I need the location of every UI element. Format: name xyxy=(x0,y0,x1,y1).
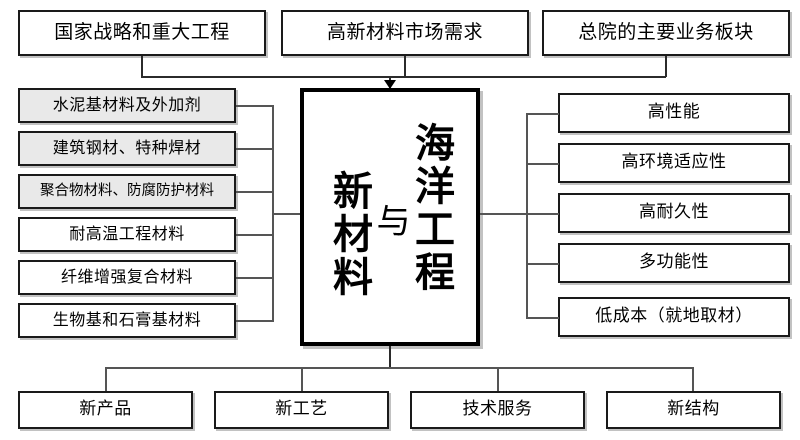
connector-bottom-bus xyxy=(105,367,693,369)
connector-bottom-drop-3 xyxy=(497,367,499,391)
connector-right-stub-3 xyxy=(526,213,559,215)
bottom-box-technical-services-label: 技术服务 xyxy=(462,399,533,420)
connector-left-stub-6 xyxy=(236,320,274,322)
left-box-polymer-anticorrosion[interactable]: 聚合物材料、防腐防护材料 xyxy=(18,174,236,209)
connector-right-trunk xyxy=(480,213,528,215)
left-box-fiber-composite[interactable]: 纤维增强复合材料 xyxy=(18,260,236,295)
bottom-box-new-structures[interactable]: 新结构 xyxy=(606,391,781,429)
right-box-high-performance-label: 高性能 xyxy=(647,102,701,123)
center-text-col-mid: 与 xyxy=(370,202,410,240)
bottom-box-new-processes-label: 新工艺 xyxy=(275,399,328,420)
left-box-biobased-gypsum[interactable]: 生物基和石膏基材料 xyxy=(18,303,236,338)
connector-right-stub-4 xyxy=(526,263,559,265)
connector-left-trunk xyxy=(272,213,302,215)
right-box-multifunctionality[interactable]: 多功能性 xyxy=(558,243,790,283)
right-box-high-performance[interactable]: 高性能 xyxy=(558,93,790,133)
bottom-box-technical-services[interactable]: 技术服务 xyxy=(410,391,585,429)
top-box-national-strategy-label: 国家战略和重大工程 xyxy=(54,21,230,44)
connector-left-stub-4 xyxy=(236,234,274,236)
top-box-national-strategy[interactable]: 国家战略和重大工程 xyxy=(18,10,266,56)
connector-bottom-drop-1 xyxy=(105,367,107,391)
center-box-marine-engineering-new-materials[interactable]: 海洋工程 与 新材料 xyxy=(300,88,480,346)
left-box-biobased-gypsum-label: 生物基和石膏基材料 xyxy=(52,310,202,330)
right-box-environment-adaptability-label: 高环境适应性 xyxy=(621,152,727,173)
center-text-col-left: 新材料 xyxy=(326,169,372,299)
connector-left-stub-5 xyxy=(236,277,274,279)
top-box-business-segments[interactable]: 总院的主要业务板块 xyxy=(542,10,790,56)
right-box-high-durability-label: 高耐久性 xyxy=(639,202,709,223)
right-box-low-cost[interactable]: 低成本（就地取材） xyxy=(558,297,790,337)
top-box-market-demand-label: 高新材料市场需求 xyxy=(326,21,483,44)
connector-top-drop-3 xyxy=(665,56,667,77)
top-box-business-segments-label: 总院的主要业务板块 xyxy=(578,21,754,44)
connector-bottom-drop-4 xyxy=(692,367,694,391)
left-box-high-temperature[interactable]: 耐高温工程材料 xyxy=(18,217,236,252)
right-box-environment-adaptability[interactable]: 高环境适应性 xyxy=(558,143,790,183)
bottom-box-new-products[interactable]: 新产品 xyxy=(18,391,193,429)
connector-right-stub-1 xyxy=(526,113,559,115)
connector-right-stub-5 xyxy=(526,317,559,319)
left-box-cement-materials[interactable]: 水泥基材料及外加剂 xyxy=(18,88,236,123)
connector-center-to-bottom xyxy=(389,346,391,368)
right-box-high-durability[interactable]: 高耐久性 xyxy=(558,193,790,233)
bottom-box-new-structures-label: 新结构 xyxy=(667,399,720,420)
center-text-col-right: 海洋工程 xyxy=(408,122,454,294)
left-box-high-temperature-label: 耐高温工程材料 xyxy=(69,224,185,244)
bottom-box-new-processes[interactable]: 新工艺 xyxy=(214,391,389,429)
connector-top-bus xyxy=(141,76,666,78)
top-box-market-demand[interactable]: 高新材料市场需求 xyxy=(281,10,529,56)
left-box-steel-welding[interactable]: 建筑钢材、特种焊材 xyxy=(18,131,236,166)
connector-left-stub-3 xyxy=(236,191,274,193)
left-box-steel-welding-label: 建筑钢材、特种焊材 xyxy=(52,138,202,158)
bottom-box-new-products-label: 新产品 xyxy=(79,399,132,420)
connector-right-stub-2 xyxy=(526,163,559,165)
left-box-polymer-anticorrosion-label: 聚合物材料、防腐防护材料 xyxy=(40,182,214,199)
connector-top-drop-1 xyxy=(141,56,143,77)
right-box-low-cost-label: 低成本（就地取材） xyxy=(595,306,753,327)
left-box-cement-materials-label: 水泥基材料及外加剂 xyxy=(52,95,202,115)
connector-top-drop-2 xyxy=(404,56,406,77)
connector-left-stub-1 xyxy=(236,105,274,107)
connector-right-spine xyxy=(526,113,528,317)
right-box-multifunctionality-label: 多功能性 xyxy=(639,252,709,273)
connector-bottom-drop-2 xyxy=(301,367,303,391)
arrow-down-icon xyxy=(384,80,396,89)
left-box-fiber-composite-label: 纤维增强复合材料 xyxy=(60,267,193,287)
connector-left-stub-2 xyxy=(236,148,274,150)
